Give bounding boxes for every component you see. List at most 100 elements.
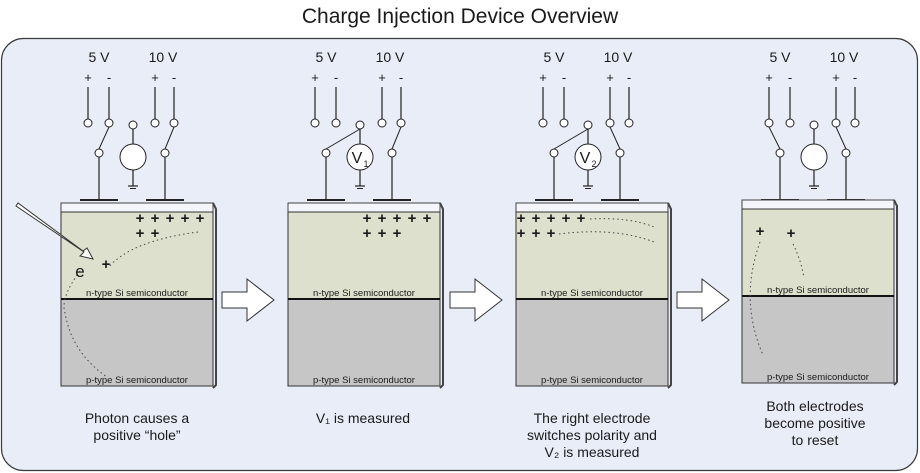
positive-charge: + (196, 210, 205, 227)
positive-charge: + (166, 210, 175, 227)
p-type-label: p-type Si semiconductor (541, 375, 643, 386)
caption-line: to reset (791, 432, 839, 448)
positive-charge: + (562, 210, 571, 227)
plus-sign: + (832, 70, 840, 85)
supply-label-5v: 5 V (769, 49, 791, 65)
positive-charge: + (151, 210, 160, 227)
positive-charge: + (517, 210, 526, 227)
p-type-layer (741, 295, 895, 384)
positive-charge: + (151, 225, 160, 242)
positive-charge: + (363, 210, 372, 227)
switch-arm (553, 128, 589, 150)
supply-label-10v: 10 V (604, 49, 633, 65)
step-caption-2: V₁ is measured (273, 410, 453, 427)
switch-pivot (549, 148, 559, 158)
switch-pivot (841, 148, 851, 158)
positive-charge: + (787, 225, 796, 242)
supply-label-10v: 10 V (830, 49, 859, 65)
switch-arm (609, 126, 621, 150)
charge-path (589, 218, 655, 228)
plus-sign: + (84, 70, 92, 85)
caption-line: Both electrodes (766, 398, 864, 414)
positive-charge: + (408, 210, 417, 227)
plus-sign: + (539, 70, 547, 85)
positive-charge: + (363, 225, 372, 242)
switch-arm (391, 126, 402, 150)
supply-label-10v: 10 V (376, 49, 405, 65)
positive-charge: + (423, 210, 432, 227)
positive-charge: + (577, 210, 586, 227)
p-type-label: p-type Si semiconductor (313, 375, 415, 386)
n-type-layer (287, 211, 441, 300)
terminal-4 (850, 118, 860, 128)
caption-line: switches polarity and (527, 427, 657, 443)
positive-charge: + (393, 225, 402, 242)
n-type-label: n-type Si semiconductor (313, 288, 415, 299)
positive-charge: + (532, 210, 541, 227)
meter-terminal (128, 120, 138, 130)
n-type-label: n-type Si semiconductor (86, 288, 188, 299)
minus-sign: - (562, 70, 566, 85)
supply-label-5v: 5 V (315, 49, 337, 65)
background-panel (0, 37, 919, 472)
voltmeter-icon (119, 143, 147, 171)
terminal-4 (396, 118, 406, 128)
minus-sign: - (853, 70, 857, 85)
n-type-layer (741, 208, 895, 297)
positive-charge: + (378, 210, 387, 227)
terminal-3 (150, 118, 160, 128)
positive-charge: + (547, 210, 556, 227)
n-type-label: n-type Si semiconductor (541, 288, 643, 299)
terminal-1 (764, 118, 774, 128)
positive-charge: + (532, 225, 541, 242)
voltmeter-icon (800, 143, 828, 171)
switch-arm (164, 126, 175, 150)
switch-pivot (94, 148, 104, 158)
switch-pivot (615, 148, 625, 158)
minus-sign: - (107, 70, 111, 85)
p-type-layer (515, 298, 669, 387)
terminal-3 (605, 118, 615, 128)
caption-line: V₁ is measured (315, 410, 411, 426)
positive-charge: + (517, 225, 526, 242)
caption-line: The right electrode (533, 410, 651, 426)
electron-path (63, 270, 108, 378)
minus-sign: - (172, 70, 176, 85)
terminal-2 (104, 118, 114, 128)
positive-charge: + (393, 210, 402, 227)
voltmeter-subscript: 1 (363, 159, 368, 169)
charge-path (792, 243, 805, 279)
caption-line: positive “hole” (93, 427, 181, 443)
terminal-3 (377, 118, 387, 128)
minus-sign: - (788, 70, 792, 85)
switch-arm (768, 126, 781, 150)
voltmeter-label: V (352, 150, 363, 167)
n-type-label: n-type Si semiconductor (767, 285, 869, 296)
next-step-arrow-icon (221, 277, 275, 323)
switch-arm (835, 126, 847, 150)
positive-charge: + (136, 225, 145, 242)
caption-line: V₂ is measured (544, 444, 640, 460)
caption-line: Photon causes a (84, 410, 190, 426)
voltmeter-subscript: 2 (591, 159, 596, 169)
meter-terminal (355, 120, 365, 130)
minus-sign: - (399, 70, 403, 85)
device-edge (212, 202, 217, 389)
photon-arrow-icon (15, 202, 94, 260)
meter-terminal (809, 120, 819, 130)
positive-charge: + (547, 225, 556, 242)
positive-charge: + (102, 256, 111, 273)
plus-sign: + (765, 70, 773, 85)
switch-pivot (387, 148, 397, 158)
switch-arm (325, 128, 361, 150)
positive-charge: + (136, 210, 145, 227)
electron-label: e (75, 262, 84, 281)
